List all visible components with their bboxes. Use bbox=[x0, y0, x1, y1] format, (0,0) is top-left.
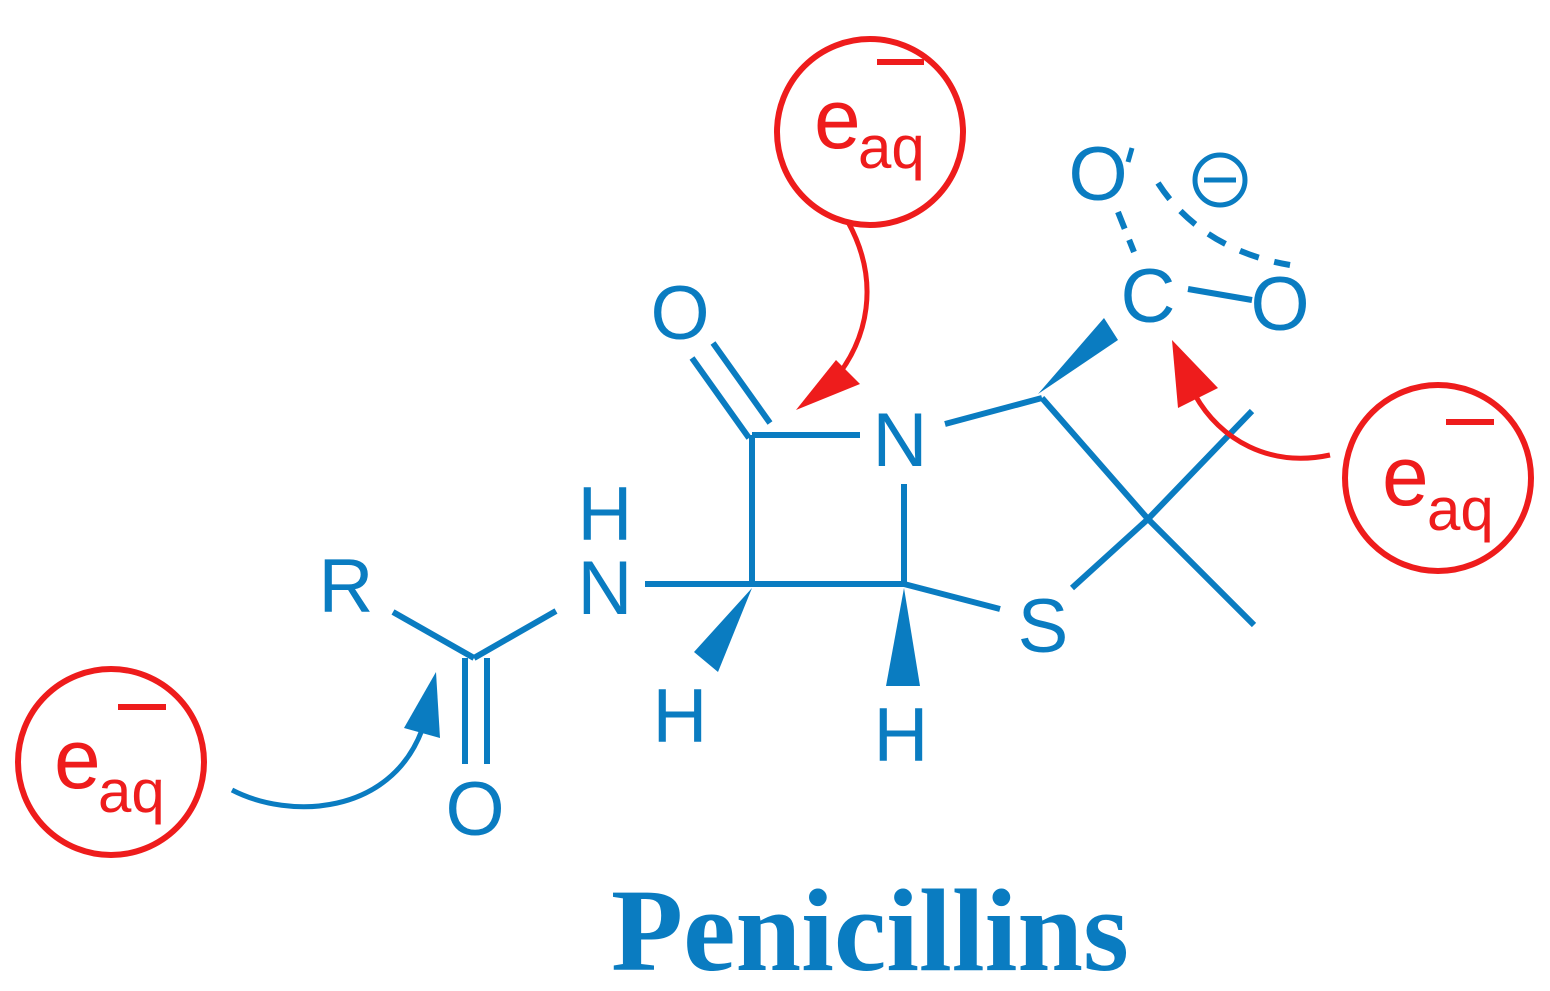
electron-subscript: aq bbox=[98, 758, 165, 825]
wedge-alpha-h bbox=[694, 588, 752, 672]
atom-carbonyl-o: O bbox=[650, 271, 709, 356]
bond-acyl-n bbox=[472, 608, 558, 661]
atom-sulfur: S bbox=[1018, 584, 1069, 669]
bond-methyl-down bbox=[1145, 516, 1257, 628]
molecule-bonds bbox=[391, 181, 1291, 764]
atom-carboxyl-o-top: O bbox=[1068, 132, 1127, 217]
atom-amide-h: H bbox=[578, 472, 633, 557]
electron-right: e aq bbox=[1342, 382, 1534, 574]
arrow-left bbox=[230, 672, 440, 810]
bond-methyl-up bbox=[1145, 408, 1255, 522]
bond-c2-s bbox=[1069, 516, 1151, 591]
resonance-dashed-arc bbox=[1155, 181, 1291, 268]
prime-mark bbox=[1125, 147, 1135, 163]
atom-labels: O N H N R O S H H C O O bbox=[319, 132, 1310, 852]
electron-subscript: aq bbox=[1427, 476, 1494, 543]
negative-charge-icon bbox=[1192, 152, 1248, 208]
bond-c-oright bbox=[1187, 286, 1253, 303]
arrow-right bbox=[1172, 340, 1331, 461]
stereo-wedges bbox=[694, 318, 1118, 686]
atom-stereo-h-right: H bbox=[874, 693, 929, 778]
bond-r-acyl bbox=[391, 609, 476, 661]
wedge-c3-carboxyl bbox=[1038, 318, 1118, 394]
atom-carboxyl-o-right: O bbox=[1250, 262, 1309, 347]
carbonyl-double-bond-a bbox=[689, 356, 752, 440]
electron-symbol: e bbox=[54, 712, 101, 806]
atom-acyl-o: O bbox=[445, 767, 504, 852]
atom-carboxyl-c: C bbox=[1121, 254, 1176, 339]
electron-subscript: aq bbox=[858, 114, 925, 181]
electron-symbol: e bbox=[1382, 429, 1429, 523]
bond-c-otop-dashed bbox=[1115, 210, 1137, 254]
atom-r-group: R bbox=[319, 544, 374, 629]
atom-ring-n: N bbox=[873, 398, 928, 483]
wedge-c5-h bbox=[886, 588, 920, 686]
electron-left: e aq bbox=[15, 666, 207, 858]
bond-n-c3 bbox=[944, 395, 1043, 427]
bond-s-c5 bbox=[903, 581, 1001, 612]
bond-c3-c2 bbox=[1039, 396, 1151, 521]
atom-stereo-h-left: H bbox=[653, 674, 708, 759]
arrow-top bbox=[796, 220, 870, 410]
electron-symbol: e bbox=[814, 72, 861, 166]
carbonyl-double-bond-b bbox=[710, 341, 773, 425]
atom-amide-n: N bbox=[578, 546, 633, 631]
molecule-title: Penicillins bbox=[611, 865, 1129, 986]
electron-top: e aq bbox=[774, 36, 966, 228]
